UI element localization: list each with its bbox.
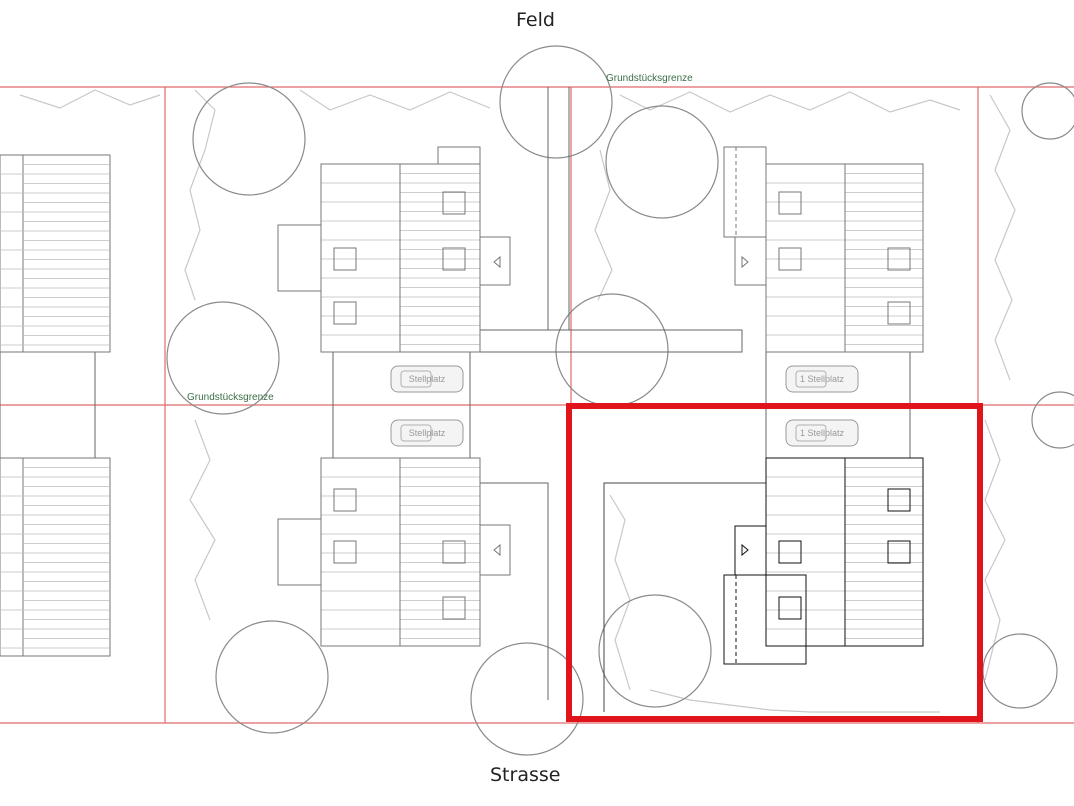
- parking-label: 1 Stellplatz: [800, 428, 845, 438]
- house-3: [277, 457, 511, 647]
- window-icon: [887, 301, 911, 325]
- car-icon: [785, 419, 859, 447]
- window-icon: [778, 247, 802, 271]
- vegetation-line: [19, 89, 161, 109]
- parking-space: Stellplatz: [390, 419, 464, 447]
- path-line: [480, 482, 549, 700]
- boundary-label-left: Grundstücksgrenze: [187, 392, 274, 403]
- arrow-icon: [741, 255, 749, 269]
- vegetation-line: [189, 419, 216, 621]
- parking-space: Stellplatz: [390, 365, 464, 393]
- vegetation-line: [989, 94, 1016, 381]
- car-cabin: [400, 370, 432, 388]
- path-connector: [479, 329, 743, 353]
- house-1: [277, 146, 511, 353]
- porch: [277, 224, 322, 292]
- vegetation-line: [619, 91, 961, 113]
- car-icon: [390, 365, 464, 393]
- vegetation-line: [299, 89, 491, 111]
- tree-icon: [470, 642, 584, 756]
- vegetation-outlines: [19, 89, 1016, 713]
- tree-icon: [192, 82, 306, 196]
- tree-icon: [555, 293, 669, 407]
- tree-icon: [1021, 82, 1074, 140]
- arrow-icon: [493, 255, 501, 269]
- vegetation-line: [184, 89, 216, 301]
- arrow-icon: [741, 543, 749, 557]
- vegetation-line: [984, 419, 1006, 681]
- parking-space: 1 Stellplatz: [785, 419, 859, 447]
- parking-label: Stellplatz: [409, 428, 446, 438]
- house-left-top: [0, 154, 111, 353]
- car-cabin: [795, 370, 827, 388]
- driveways: [0, 87, 911, 700]
- window-icon: [442, 247, 466, 271]
- label-strasse: Strasse: [490, 764, 561, 786]
- parking-label: 1 Stellplatz: [800, 374, 845, 384]
- arrow-icon: [493, 543, 501, 557]
- tree-icon: [499, 45, 613, 159]
- window-icon: [442, 191, 466, 215]
- house-2: [723, 146, 924, 353]
- car-cabin: [795, 424, 827, 442]
- highlight-selection: [566, 403, 983, 722]
- label-feld: Feld: [516, 9, 555, 31]
- window-icon: [333, 301, 357, 325]
- window-icon: [778, 191, 802, 215]
- window-icon: [333, 247, 357, 271]
- parking-space: 1 Stellplatz: [785, 365, 859, 393]
- house-outline: [0, 154, 111, 353]
- vegetation-line: [594, 149, 613, 301]
- tree-icon: [605, 105, 719, 219]
- vegetation-line: [649, 689, 940, 713]
- window-icon: [778, 540, 802, 564]
- car-icon: [785, 365, 859, 393]
- vegetation-line: [609, 494, 631, 691]
- parking-label: Stellplatz: [409, 374, 446, 384]
- window-icon: [887, 488, 911, 512]
- window-icon: [778, 596, 802, 620]
- window-icon: [887, 247, 911, 271]
- car-cabin: [400, 424, 432, 442]
- boundary-label-top: Grundstücksgrenze: [606, 73, 693, 84]
- house-4: [603, 457, 924, 712]
- trees: [166, 45, 1074, 756]
- tree-icon: [982, 633, 1058, 709]
- window-icon: [442, 596, 466, 620]
- house-outline: [0, 457, 111, 657]
- window-icon: [442, 540, 466, 564]
- car-icon: [390, 419, 464, 447]
- window-icon: [333, 540, 357, 564]
- tree-icon: [166, 301, 280, 415]
- house-left-bottom: [0, 457, 111, 657]
- tree-icon: [1031, 391, 1074, 449]
- window-icon: [887, 540, 911, 564]
- tree-icon: [598, 594, 712, 708]
- porch: [277, 518, 322, 586]
- window-icon: [333, 488, 357, 512]
- tree-icon: [215, 620, 329, 734]
